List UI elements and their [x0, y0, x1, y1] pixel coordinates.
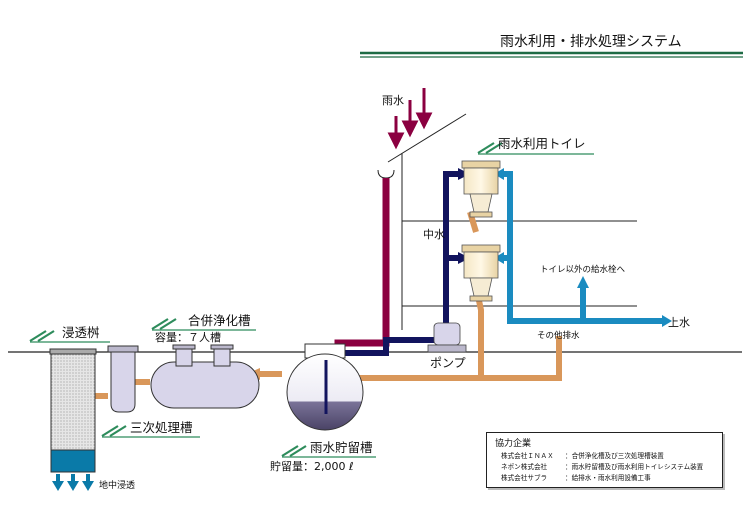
toilet-lower: [461, 244, 501, 302]
infiltration-basin: [49, 348, 97, 473]
pump: [427, 322, 467, 353]
pump-label: ポンプ: [430, 356, 466, 370]
ground-infiltration-label: 地中浸透: [99, 481, 136, 491]
toilet-label: 雨水利用トイレ: [498, 136, 586, 151]
title-rule: [360, 51, 743, 58]
credits-heading: 協力企業: [495, 439, 532, 449]
label-accents: [29, 142, 594, 458]
septic-tank: [150, 344, 260, 409]
credit-row: 株式会社ＩＮＡＸ ：合併浄化槽及び三次処理槽装置: [501, 450, 664, 460]
building: [387, 113, 637, 330]
city-arrowheads: [494, 168, 672, 327]
tertiary-tank-label: 三次処理槽: [130, 420, 193, 435]
credit-company: ネポン株式会社: [501, 463, 548, 471]
tertiary-tank: [107, 345, 139, 413]
credits-box: 協力企業 株式会社ＩＮＡＸ ：合併浄化槽及び三次処理槽装置 ネポン株式会社 ：雨水貯…: [486, 432, 723, 488]
other-drain-label: その他排水: [537, 331, 580, 341]
city-water-label: 上水: [668, 316, 690, 329]
credit-company: 株式会社サブラ: [501, 474, 548, 482]
infiltration-arrows: [52, 474, 94, 491]
credit-company: 株式会社ＩＮＡＸ: [501, 452, 554, 460]
other-taps-label: トイレ以外の給水栓へ: [540, 265, 626, 275]
credit-role: ：合併浄化槽及び三次処理槽装置: [565, 452, 664, 460]
rain-arrows: [387, 88, 433, 150]
credit-row: ネポン株式会社 ：雨水貯留槽及び雨水利用トイレシステム装置: [501, 461, 703, 471]
septic-capacity-label: 容量：７人槽: [155, 331, 221, 344]
infiltration-basin-label: 浸透桝: [62, 325, 100, 340]
page-title: 雨水利用・排水処理システム: [500, 34, 682, 50]
storage-capacity-label: 貯留量：2,000 ℓ: [270, 460, 354, 473]
credit-row: 株式会社サブラ ：給排水・雨水利用設備工事: [501, 472, 651, 482]
rain-label: 雨水: [382, 94, 404, 107]
credit-role: ：雨水貯留槽及び雨水利用トイレシステム装置: [565, 463, 704, 471]
gutter-hook: [377, 169, 395, 179]
septic-tank-label: 合併浄化槽: [188, 313, 251, 328]
storage-tank-label: 雨水貯留槽: [310, 440, 373, 455]
city-pipe: [502, 171, 664, 324]
credit-role: ：給排水・雨水利用設備工事: [565, 474, 651, 482]
toilet-upper: [461, 160, 501, 218]
gray-water-label: 中水: [423, 228, 445, 241]
